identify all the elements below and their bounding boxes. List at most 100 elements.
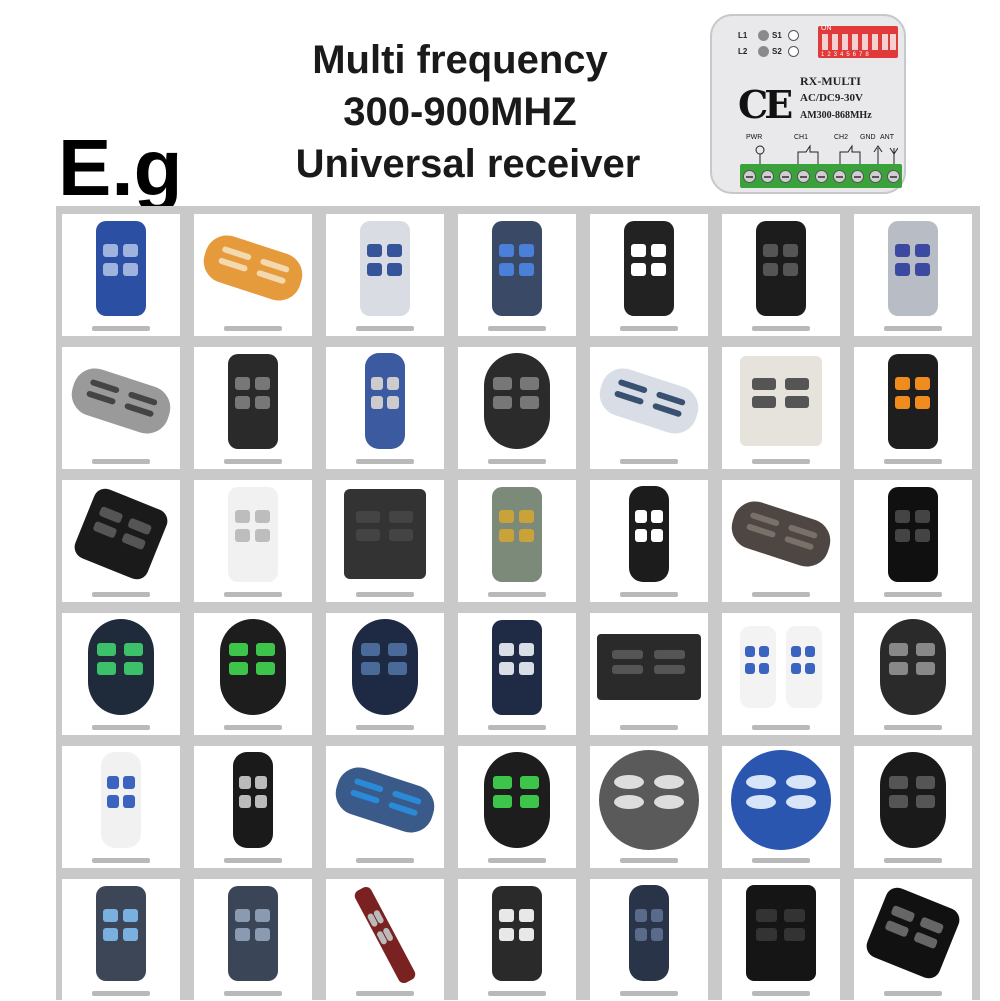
remote-model-caption xyxy=(92,326,150,331)
screw-icon xyxy=(796,169,810,183)
remote-button-icon xyxy=(255,376,270,390)
remote-button-icon xyxy=(107,795,119,808)
remote-model-caption xyxy=(488,858,546,863)
remote-control-icon xyxy=(629,885,669,981)
remote-thumbnail xyxy=(62,613,180,735)
remote-button-icon xyxy=(356,529,380,541)
remote-button-icon xyxy=(123,776,135,789)
remote-button-icon xyxy=(915,243,930,257)
example-label: E.g xyxy=(58,123,183,212)
remote-thumbnail xyxy=(326,613,444,735)
switch-s1-icon xyxy=(788,30,799,41)
remote-button-icon xyxy=(123,795,135,808)
receiver-module-image: L1 L2 S1 S2 ON 12345678 CE RX-MULTI AC/D… xyxy=(710,14,906,194)
remote-model-caption xyxy=(884,592,942,597)
remote-model-caption xyxy=(884,725,942,730)
remote-button-icon xyxy=(651,243,666,257)
remote-model-caption xyxy=(488,592,546,597)
remote-control-icon xyxy=(629,486,669,582)
remote-control-icon xyxy=(352,884,418,986)
remote-button-icon xyxy=(92,520,118,539)
remote-button-icon xyxy=(235,908,250,922)
remote-button-icon xyxy=(124,643,143,656)
remote-model-caption xyxy=(224,725,282,730)
remote-button-icon xyxy=(519,908,534,922)
remote-thumbnail xyxy=(326,746,444,868)
remote-button-icon xyxy=(631,243,646,257)
remote-model-caption xyxy=(356,459,414,464)
remote-button-icon xyxy=(613,390,645,406)
remote-button-icon xyxy=(103,243,118,257)
remote-button-icon xyxy=(759,663,769,674)
remote-button-icon xyxy=(783,262,798,276)
remote-button-icon xyxy=(499,661,514,675)
remote-thumbnail xyxy=(854,879,972,1001)
remote-button-icon xyxy=(520,795,539,808)
remote-control-icon xyxy=(880,752,946,848)
remote-thumbnail xyxy=(326,347,444,469)
remote-thumbnail xyxy=(590,613,708,735)
remote-button-icon xyxy=(752,396,776,408)
remote-thumbnail xyxy=(854,347,972,469)
remote-model-caption xyxy=(92,592,150,597)
remote-model-caption xyxy=(752,592,810,597)
remote-button-icon xyxy=(651,262,666,276)
remote-button-icon xyxy=(123,927,138,941)
remote-button-icon xyxy=(895,243,910,257)
remote-model-caption xyxy=(488,725,546,730)
remote-thumbnail xyxy=(62,214,180,336)
remote-control-icon xyxy=(228,486,278,582)
remote-button-icon xyxy=(915,376,930,390)
remote-control-icon xyxy=(88,619,154,715)
remote-button-icon xyxy=(349,789,381,805)
remote-thumbnail xyxy=(194,879,312,1001)
remote-thumbnail xyxy=(590,214,708,336)
remote-control-icon xyxy=(888,220,938,316)
screw-icon xyxy=(742,169,756,183)
remote-button-icon xyxy=(519,661,534,675)
remote-control-icon xyxy=(756,220,806,316)
remote-button-icon xyxy=(256,643,275,656)
remote-model-caption xyxy=(92,991,150,996)
remote-button-icon xyxy=(746,775,776,789)
remote-model-caption xyxy=(620,592,678,597)
remote-control-icon xyxy=(888,353,938,449)
remote-button-icon xyxy=(255,509,270,523)
remote-model-caption xyxy=(224,326,282,331)
remote-control-icon xyxy=(731,750,831,850)
remote-model-caption xyxy=(356,592,414,597)
remote-button-icon xyxy=(654,795,684,809)
remote-thumbnail xyxy=(854,746,972,868)
compatible-remotes-grid xyxy=(56,206,980,1001)
remote-button-icon xyxy=(97,643,116,656)
remote-control-icon xyxy=(740,626,776,708)
remote-button-icon xyxy=(493,795,512,808)
remote-thumbnail xyxy=(722,746,840,868)
remote-button-icon xyxy=(635,928,647,941)
remote-button-icon xyxy=(255,269,287,285)
remote-button-icon xyxy=(783,243,798,257)
remote-button-icon xyxy=(123,243,138,257)
remote-control-icon xyxy=(624,220,674,316)
remote-thumbnail xyxy=(194,347,312,469)
remote-button-icon xyxy=(97,662,116,675)
remote-button-icon xyxy=(239,776,251,789)
remote-button-icon xyxy=(631,262,646,276)
remote-button-icon xyxy=(519,528,534,542)
remote-button-icon xyxy=(493,377,512,390)
remote-control-icon xyxy=(198,229,308,307)
remote-control-icon xyxy=(352,619,418,715)
remote-control-icon xyxy=(888,486,938,582)
remote-button-icon xyxy=(651,510,663,523)
remote-button-icon xyxy=(916,776,935,789)
remote-button-icon xyxy=(519,243,534,257)
remote-button-icon xyxy=(371,396,383,409)
remote-control-icon xyxy=(101,752,141,848)
remote-button-icon xyxy=(786,795,816,809)
remote-model-caption xyxy=(620,459,678,464)
switch-s2-label: S2 xyxy=(772,47,782,56)
remote-button-icon xyxy=(895,528,910,542)
remote-button-icon xyxy=(785,378,809,390)
remote-button-icon xyxy=(786,775,816,789)
remote-model-caption xyxy=(884,858,942,863)
